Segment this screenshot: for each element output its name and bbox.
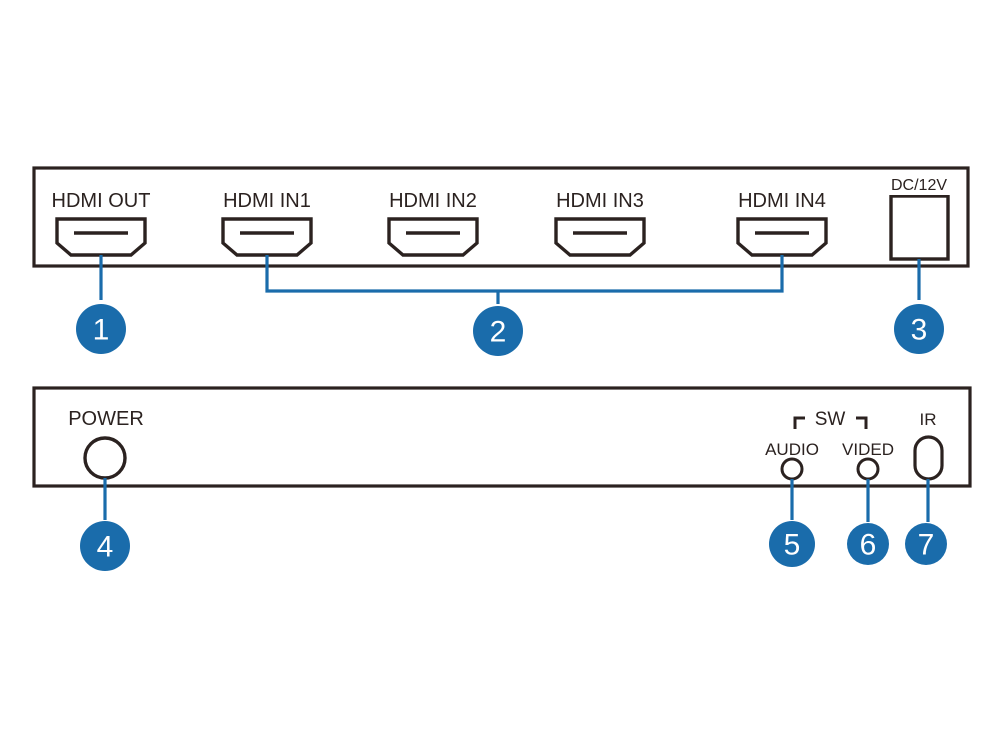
sw-group-label: SW: [815, 409, 846, 430]
ir-sensor-label: IR: [920, 410, 937, 429]
switch-group: SW AUDIO VIDED: [765, 409, 894, 481]
rear-panel-outline: [32, 166, 970, 268]
port-hdmi-in2[interactable]: HDMI IN2: [387, 190, 479, 257]
hdmi-icon-in4: [736, 217, 828, 257]
callout-badge-4-number: 4: [97, 531, 114, 564]
callout-badge-6[interactable]: 6: [847, 523, 889, 565]
front-panel-outline: [32, 386, 972, 488]
callout-badge-1[interactable]: 1: [76, 304, 126, 354]
dc-power-jack[interactable]: DC/12V: [880, 174, 959, 261]
callout-badge-3-number: 3: [911, 314, 928, 347]
port-label-hdmi-in1: HDMI IN1: [223, 190, 311, 212]
callout-badge-7-circle: [905, 523, 947, 565]
led-vided-label: VIDED: [842, 440, 894, 459]
callout-badge-5-circle: [769, 521, 815, 567]
port-label-hdmi-in2: HDMI IN2: [389, 190, 477, 212]
callout-badge-6-circle: [847, 523, 889, 565]
led-audio-label: AUDIO: [765, 440, 819, 459]
callout-badge-2[interactable]: 2: [473, 306, 523, 356]
hdmi-icon-in2: [387, 217, 479, 257]
ir-sensor-icon: [913, 435, 944, 481]
sw-bracket-left: [793, 416, 805, 429]
callout-badge-3-circle: [894, 304, 944, 354]
callout-badge-5[interactable]: 5: [769, 521, 815, 567]
led-vided[interactable]: VIDED: [842, 440, 894, 481]
led-audio[interactable]: AUDIO: [765, 440, 819, 481]
port-hdmi-out[interactable]: HDMI OUT: [52, 190, 151, 257]
dc-label-backing: [880, 174, 959, 195]
callout-badge-4-circle: [80, 521, 130, 571]
hdmi-icon-out: [55, 217, 147, 257]
callout-badge-7-number: 7: [918, 529, 935, 562]
port-hdmi-in3[interactable]: HDMI IN3: [554, 190, 646, 257]
power-button-label: POWER: [68, 408, 144, 430]
hdmi-icon-in1: [221, 217, 313, 257]
dc-jack-icon: [889, 194, 950, 261]
power-button-icon: [83, 436, 127, 480]
port-label-hdmi-in3: HDMI IN3: [556, 190, 644, 212]
hdmi-icon-in3: [554, 217, 646, 257]
led-audio-icon: [780, 457, 804, 481]
front-panel: POWER SW AUDIO VIDED: [32, 386, 972, 488]
callout-badge-2-number: 2: [490, 316, 507, 349]
callout-badge-1-number: 1: [93, 314, 110, 347]
front-callout-leaders: [103, 478, 930, 522]
rear-panel: HDMI OUT HDMI IN1 HDMI IN2 HDMI IN3: [32, 166, 970, 268]
callout-badge-2-circle: [473, 306, 523, 356]
led-vided-icon: [856, 457, 880, 481]
callout-badge-6-number: 6: [860, 529, 877, 562]
rear-callout-leaders: [99, 255, 921, 304]
port-hdmi-in1[interactable]: HDMI IN1: [221, 190, 313, 257]
port-label-hdmi-out: HDMI OUT: [52, 190, 151, 212]
sw-bracket-right: [856, 416, 868, 429]
port-label-hdmi-in4: HDMI IN4: [738, 190, 826, 212]
callout-badge-5-number: 5: [784, 529, 801, 562]
port-hdmi-in4[interactable]: HDMI IN4: [736, 190, 828, 257]
callout-badge-3[interactable]: 3: [894, 304, 944, 354]
leader-callout-2-bracket: [265, 255, 784, 293]
dc-jack-label: DC/12V: [891, 177, 947, 194]
callout-badge-4[interactable]: 4: [80, 521, 130, 571]
callout-badge-7[interactable]: 7: [905, 523, 947, 565]
callout-badge-1-circle: [76, 304, 126, 354]
